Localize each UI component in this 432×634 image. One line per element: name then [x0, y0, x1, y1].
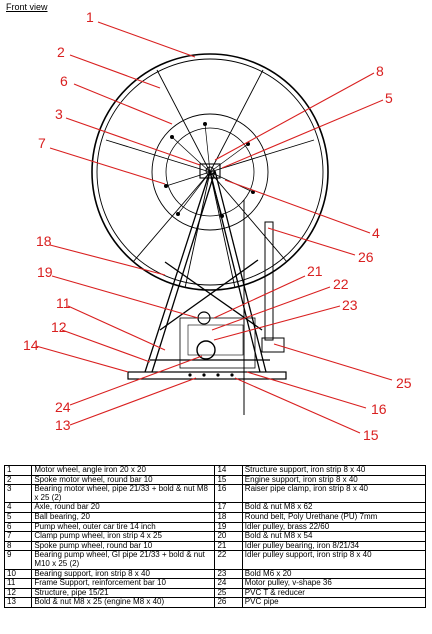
pump-wheel-inner	[165, 127, 255, 217]
part-description: Bold & nut M8 x 54	[241, 531, 427, 542]
callout-24: 24	[55, 399, 71, 415]
callout-12: 12	[51, 319, 67, 335]
motor-wheel-rim-inner	[96, 58, 324, 286]
callout-3: 3	[55, 106, 63, 122]
callout-18: 18	[36, 233, 52, 249]
pump-wheel-spokes	[165, 123, 254, 217]
part-description: Bold & nut M8 x 25 (engine M8 x 40)	[31, 597, 216, 608]
part-description: Idler pulley support, iron strip 8 x 40	[241, 550, 427, 570]
part-number: 9	[3, 550, 33, 570]
part-number: 13	[3, 597, 33, 608]
motor-pulley	[196, 340, 216, 360]
page-title: Front view	[6, 2, 48, 12]
callout-15: 15	[363, 427, 379, 443]
part-description: Bearing pump wheel, GI pipe 21/33 + bold…	[31, 550, 216, 570]
part-description: Bearing motor wheel, pipe 21/33 + bold &…	[31, 484, 216, 504]
part-number: 26	[214, 597, 243, 608]
callout-numbers: 1 2 6 3 7 8 5 4 26 18 19 21 22 23 11 12 …	[23, 9, 412, 443]
pump-wheel-tire	[151, 113, 269, 231]
part-description: Round belt, Poly Urethane (PU) 7mm	[241, 511, 427, 523]
callout-6: 6	[60, 73, 68, 89]
part-number: 1	[3, 465, 33, 476]
part-number: 3	[3, 484, 33, 504]
motor-wheel-rim	[91, 53, 329, 291]
part-description: Ball bearing, 20	[31, 511, 216, 523]
callout-19: 19	[37, 264, 53, 280]
part-number: 7	[3, 531, 33, 542]
callout-13: 13	[55, 417, 71, 433]
callout-4: 4	[372, 225, 380, 241]
part-number: 20	[214, 531, 243, 542]
frame-structure	[144, 170, 270, 373]
callout-leaders	[35, 21, 393, 434]
part-number: 18	[214, 511, 243, 523]
base-plate	[127, 371, 287, 380]
callout-2: 2	[57, 44, 65, 60]
part-number: 14	[214, 465, 243, 476]
part-description: Structure support, iron strip 8 x 40	[241, 465, 427, 476]
part-number: 5	[3, 511, 33, 523]
hub	[199, 163, 221, 179]
part-number: 11	[3, 578, 33, 589]
part-description: Motor wheel, angle iron 20 x 20	[31, 465, 216, 476]
front-view-drawing: 1 2 6 3 7 8 5 4 26 18 19 21 22 23 11 12 …	[23, 9, 412, 443]
part-description: Motor pulley, v-shape 36	[241, 578, 427, 589]
part-description: Frame Support, reinforcement bar 10	[31, 578, 216, 589]
callout-8: 8	[376, 63, 384, 79]
part-description: PVC pipe	[241, 597, 427, 608]
callout-23: 23	[342, 297, 358, 313]
engine	[179, 317, 256, 369]
pvc-pipe	[264, 221, 274, 341]
callout-26: 26	[358, 249, 374, 265]
callout-22: 22	[333, 276, 349, 292]
callout-16: 16	[371, 401, 387, 417]
part-number: 16	[214, 484, 243, 504]
callout-25: 25	[396, 375, 412, 391]
callout-5: 5	[385, 90, 393, 106]
callout-14: 14	[23, 337, 39, 353]
pvc-t-reducer	[261, 337, 285, 353]
callout-7: 7	[38, 135, 46, 151]
motor-wheel-spokes	[105, 69, 315, 289]
part-description: Clamp pump wheel, iron strip 4 x 25	[31, 531, 216, 542]
callout-21: 21	[307, 263, 323, 279]
callout-1: 1	[86, 9, 94, 25]
part-description: Raiser pipe clamp, iron strip 8 x 40	[241, 484, 427, 504]
part-number: 22	[214, 550, 243, 570]
callout-11: 11	[56, 295, 71, 311]
part-number: 24	[214, 578, 243, 589]
